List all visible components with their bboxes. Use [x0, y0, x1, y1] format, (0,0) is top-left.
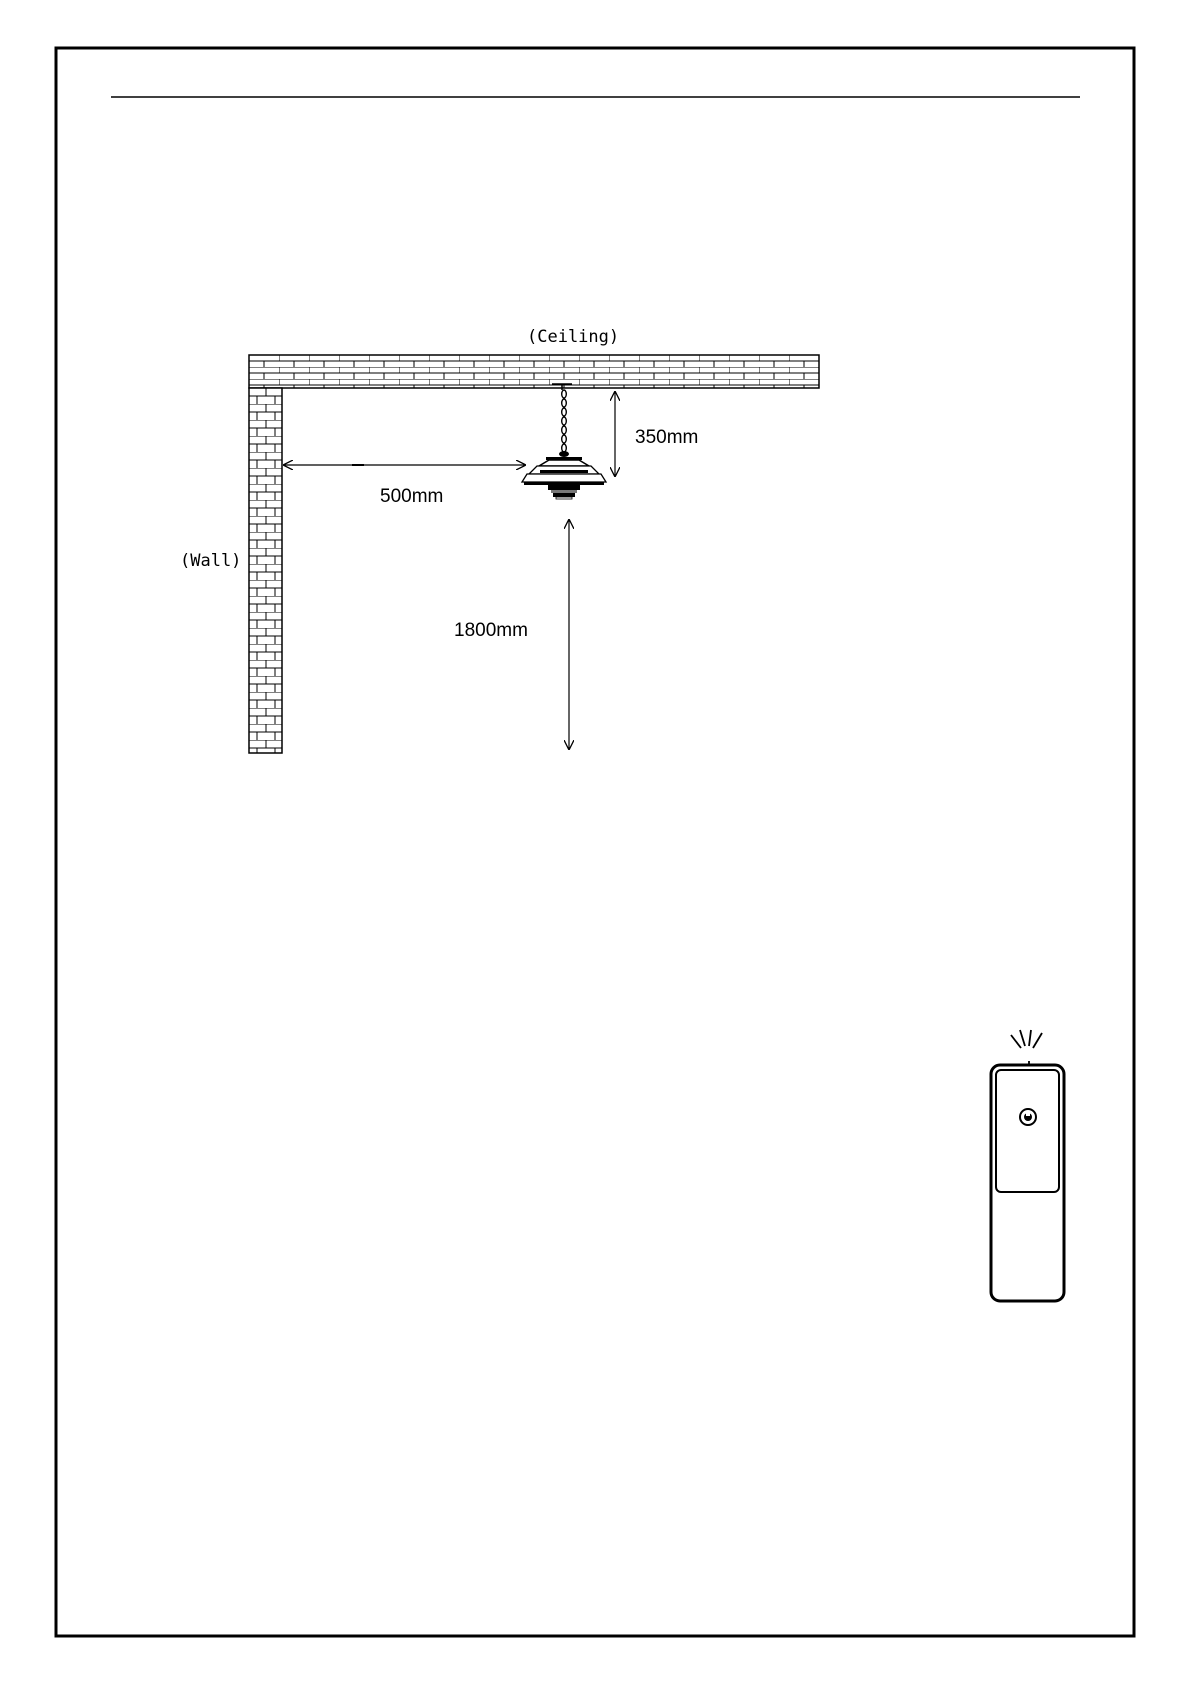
ceiling-bricks	[249, 355, 819, 388]
wall-label: (Wall)	[180, 551, 241, 571]
dim-floor-label: 1800mm	[454, 620, 528, 641]
page-border	[56, 48, 1134, 1636]
ceiling-label: (Ceiling)	[527, 327, 619, 347]
chain	[562, 390, 567, 452]
wall-bricks	[249, 388, 282, 753]
dim-wall-label: 500mm	[380, 486, 443, 507]
remote-control-icon	[991, 1030, 1064, 1301]
heater-icon	[522, 384, 606, 499]
dim-ceiling-label: 350mm	[635, 427, 698, 448]
